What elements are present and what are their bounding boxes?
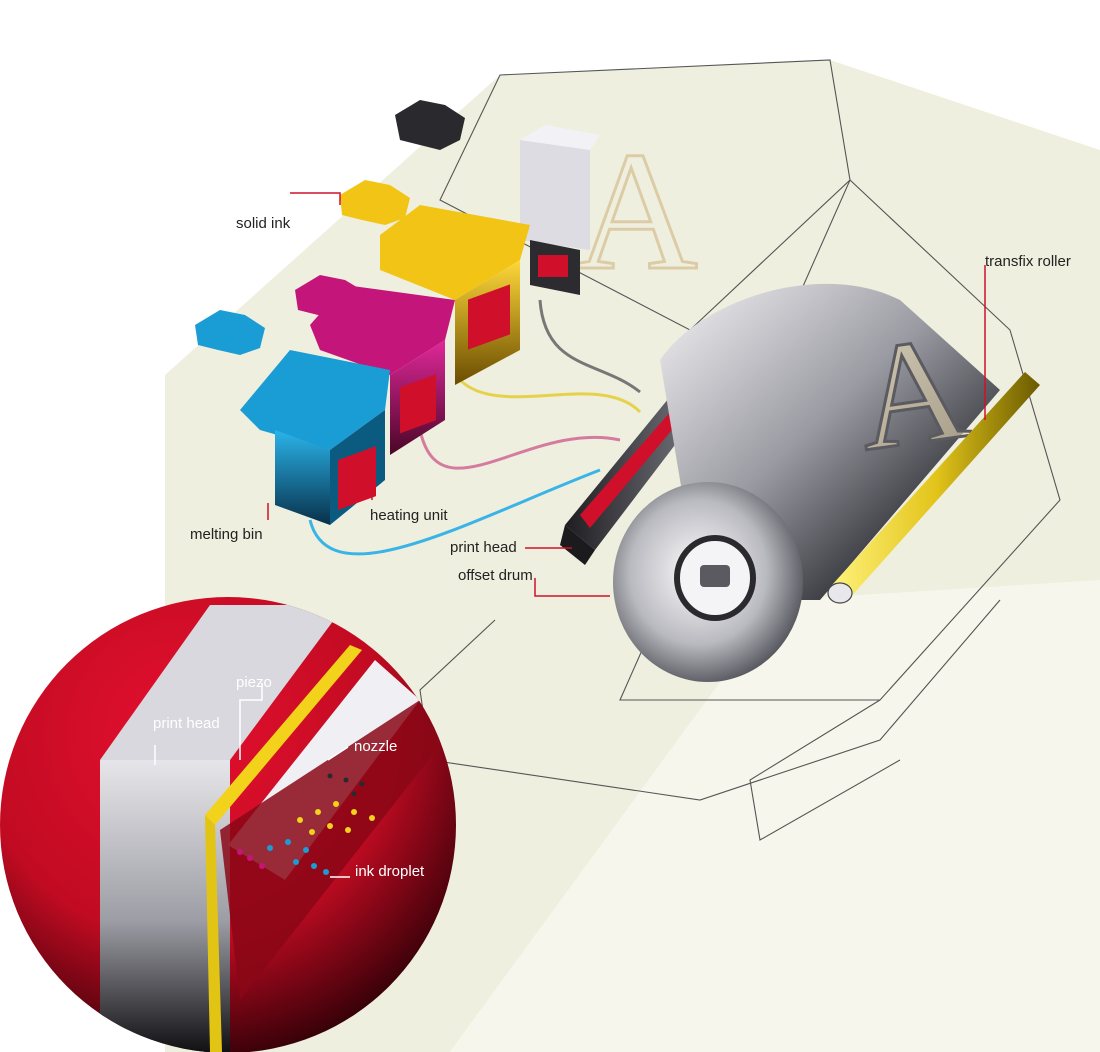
transfix-roller	[827, 372, 1040, 604]
yellow-ink-tube	[458, 378, 642, 414]
magenta-ink-tube	[418, 429, 621, 470]
drum-letter-a: A	[846, 303, 976, 482]
label-transfix-roller: transfix roller	[985, 253, 1071, 270]
ink-tubes	[308, 299, 642, 556]
inset-magnified-print-head	[0, 597, 456, 1052]
solid-ink-sticks	[195, 100, 465, 355]
cyan-ink-stick	[195, 310, 265, 355]
leader-lines	[154, 192, 986, 878]
black-ink-tube	[538, 299, 641, 394]
melting-bins	[240, 125, 600, 525]
label-heating-unit: heating unit	[370, 507, 448, 524]
black-ink-stick	[395, 100, 465, 150]
label-melting-bin: melting bin	[190, 526, 263, 543]
labels: solid ink transfix roller melting bin he…	[153, 215, 1071, 880]
magenta-ink-stick	[295, 275, 365, 320]
paper-sheet: A	[574, 116, 700, 307]
black-melting-bin	[520, 125, 600, 295]
label-print-head: print head	[450, 539, 517, 556]
piezo-strip	[205, 645, 362, 825]
offset-drum: A	[613, 283, 1000, 682]
yellow-ink-stick	[340, 180, 410, 225]
yellow-melting-bin	[380, 205, 530, 385]
label-inset-nozzle: nozzle	[354, 738, 397, 755]
magenta-melting-bin	[310, 285, 455, 455]
label-offset-drum: offset drum	[458, 567, 533, 584]
cyan-ink-tube	[308, 468, 601, 556]
cyan-melting-bin	[240, 350, 390, 525]
label-solid-ink: solid ink	[236, 215, 291, 232]
ink-droplets	[237, 773, 375, 875]
label-inset-ink-droplet: ink droplet	[355, 863, 425, 880]
paper-letter-a: A	[575, 117, 698, 305]
label-inset-print-head: print head	[153, 715, 220, 732]
label-inset-piezo: piezo	[236, 674, 272, 691]
